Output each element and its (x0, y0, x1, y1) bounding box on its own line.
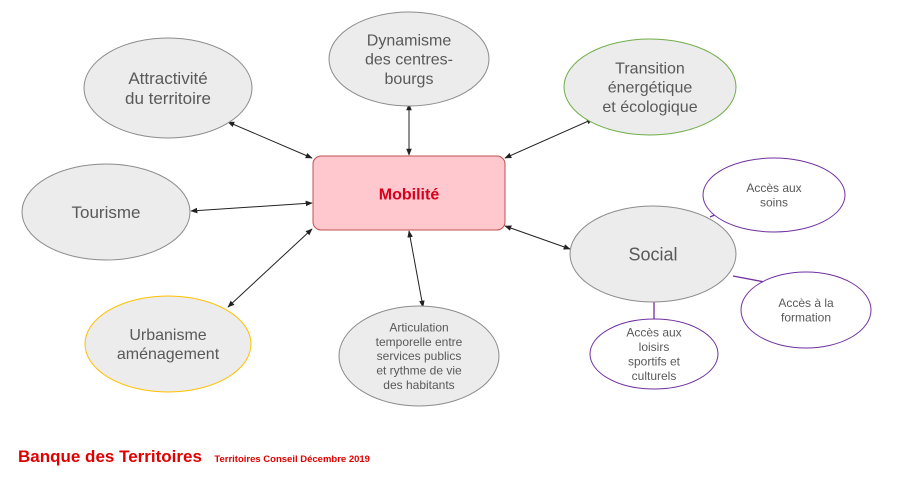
connector-transition (504, 118, 594, 159)
node-social: Social (569, 205, 737, 303)
node-label-line: services publics (377, 349, 462, 363)
node-label-line: Accès aux (626, 326, 681, 340)
node-social-label: Social (628, 244, 677, 264)
node-formation-shape (740, 271, 872, 349)
node-label-line: énergétique (608, 80, 693, 97)
connector-articulation (407, 230, 425, 308)
node-label-line: Mobilité (379, 187, 440, 204)
node-label-line: des centres- (365, 52, 453, 69)
connector-social (504, 225, 571, 250)
footer-subtitle: Territoires Conseil Décembre 2019 (214, 454, 370, 465)
node-attractivite-shape (83, 37, 253, 139)
node-transition-label: Transition énergétique et écologique (602, 60, 697, 115)
node-label-line: bourgs (385, 71, 434, 88)
node-dynamisme-shape (328, 11, 490, 107)
node-label-line: Tourisme (72, 203, 141, 222)
node-dynamisme-label: Dynamisme des centres-bourgs (365, 32, 453, 87)
node-label-line: et rythme de vie (376, 364, 462, 378)
node-label-line: Transition (615, 60, 685, 77)
connector-attractivite (227, 121, 313, 159)
node-social-shape (569, 205, 737, 303)
node-articulation-shape (338, 305, 500, 407)
connectors (190, 103, 594, 308)
node-tourisme-shape (21, 163, 191, 261)
node-transition-shape (563, 38, 737, 136)
node-transition: Transition énergétique et écologique (563, 38, 737, 136)
node-label-line: loisirs (639, 340, 670, 354)
node-mobilite-label: Mobilité (379, 187, 440, 204)
node-label-line: des habitants (383, 378, 454, 392)
node-tourisme: Tourisme (21, 163, 191, 261)
node-label-line: formation (781, 310, 831, 324)
node-label-line: aménagement (117, 346, 220, 363)
node-label-line: du territoire (125, 89, 211, 108)
node-mobilite-shape (312, 155, 506, 231)
node-mobilite: Mobilité (312, 155, 506, 231)
node-label-line: Accès aux (746, 181, 801, 195)
node-label-line: Dynamisme (367, 32, 452, 49)
node-label-line: Urbanisme (129, 327, 206, 344)
node-soins-shape (702, 157, 846, 233)
footer: Banque des Territoires Territoires Conse… (18, 447, 370, 467)
node-label-line: Social (628, 244, 677, 264)
node-label-line: Attractivité (128, 69, 207, 88)
node-label-line: Accès à la (778, 296, 834, 310)
node-label-line: Articulation (389, 320, 448, 334)
node-label-line: soins (760, 195, 788, 209)
node-tourisme-label: Tourisme (72, 203, 141, 222)
node-label-line: temporelle entre (376, 335, 463, 349)
connector-urbanisme (227, 228, 313, 308)
node-dynamisme: Dynamisme des centres-bourgs (328, 11, 490, 107)
node-label-line: sportifs et (628, 354, 681, 368)
connector-tourisme (190, 200, 313, 214)
node-label-line: et écologique (602, 99, 697, 116)
footer-brand: Banque des Territoires (18, 447, 202, 466)
node-urbanisme: Urbanisme aménagement (84, 295, 252, 393)
node-label-line: culturels (632, 369, 677, 383)
node-urbanisme-shape (84, 295, 252, 393)
node-urbanisme-label: Urbanisme aménagement (117, 327, 220, 363)
node-loisirs-shape (589, 318, 719, 390)
